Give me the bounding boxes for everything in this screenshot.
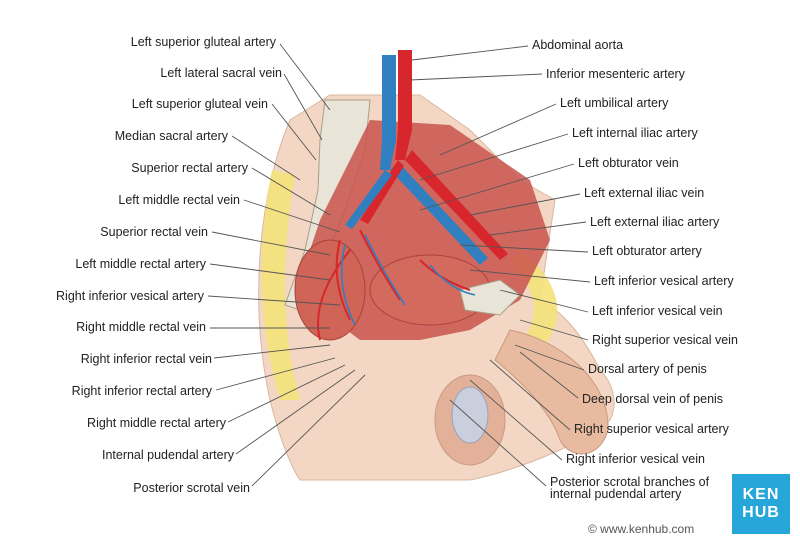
label-right-middle-rectal-artery: Right middle rectal artery bbox=[87, 416, 226, 430]
label-right-middle-rectal-vein: Right middle rectal vein bbox=[76, 320, 206, 334]
external-iliac-artery-vessel bbox=[405, 150, 508, 260]
label-right-superior-vesical-vein: Right superior vesical vein bbox=[592, 333, 738, 347]
leader-lines-left bbox=[207, 43, 366, 487]
label-right-inferior-rectal-vein: Right inferior rectal vein bbox=[80, 352, 212, 366]
label-left-superior-gluteal-artery: Left superior gluteal artery bbox=[130, 35, 276, 49]
label-posterior-scrotal-vein: Posterior scrotal vein bbox=[133, 481, 250, 495]
label-left-superior-gluteal-vein: Left superior gluteal vein bbox=[131, 97, 268, 111]
label-dorsal-artery-of-penis: Dorsal artery of penis bbox=[588, 362, 707, 376]
label-right-inferior-vesical-artery: Right inferior vesical artery bbox=[56, 289, 204, 303]
label-superior-rectal-vein: Superior rectal vein bbox=[100, 225, 208, 239]
label-left-obturator-artery: Left obturator artery bbox=[592, 244, 702, 258]
label-left-lateral-sacral-vein: Left lateral sacral vein bbox=[160, 66, 282, 80]
label-left-middle-rectal-vein: Left middle rectal vein bbox=[118, 193, 240, 207]
label-internal-pudendal-artery: Internal pudendal artery bbox=[101, 448, 234, 462]
label-deep-dorsal-vein-of-penis: Deep dorsal vein of penis bbox=[582, 392, 724, 406]
label-left-inferior-vesical-vein: Left inferior vesical vein bbox=[592, 304, 723, 318]
credit-text: © www.kenhub.com bbox=[588, 522, 695, 536]
kenhub-logo: KEN HUB bbox=[732, 474, 790, 534]
label-left-umbilical-artery: Left umbilical artery bbox=[560, 96, 669, 110]
vessel-network bbox=[317, 229, 471, 341]
testis bbox=[451, 386, 489, 444]
abdominal-aorta-vessel bbox=[395, 50, 412, 160]
logo-line2: HUB bbox=[742, 504, 780, 521]
label-left-external-iliac-artery: Left external iliac artery bbox=[590, 215, 720, 229]
pubic-bone bbox=[459, 279, 521, 316]
label-median-sacral-artery: Median sacral artery bbox=[114, 129, 228, 143]
label-left-middle-rectal-artery: Left middle rectal artery bbox=[75, 257, 206, 271]
label-left-internal-iliac-artery: Left internal iliac artery bbox=[572, 126, 698, 140]
leader-lines-right bbox=[409, 45, 591, 487]
label-right-inferior-rectal-artery: Right inferior rectal artery bbox=[71, 384, 212, 398]
label-right-inferior-vesical-vein: Right inferior vesical vein bbox=[566, 452, 705, 466]
internal-iliac-vein-vessel bbox=[345, 170, 392, 229]
logo-line1: KEN bbox=[742, 486, 780, 503]
vena-cava-vessel bbox=[380, 55, 396, 170]
label-superior-rectal-artery: Superior rectal artery bbox=[131, 161, 248, 175]
label-left-obturator-vein: Left obturator vein bbox=[578, 156, 679, 170]
internal-iliac-artery-vessel bbox=[360, 160, 404, 224]
label-posterior-scrotal-branches: Posterior scrotal branches of internal p… bbox=[550, 475, 710, 501]
external-iliac-vein-vessel bbox=[390, 162, 488, 265]
penis bbox=[494, 329, 609, 455]
label-right-superior-vesical-artery: Right superior vesical artery bbox=[574, 422, 729, 436]
vein-network bbox=[340, 234, 476, 326]
label-left-external-iliac-vein: Left external iliac vein bbox=[584, 186, 705, 200]
label-left-inferior-vesical-artery: Left inferior vesical artery bbox=[594, 274, 734, 288]
fat-layer bbox=[261, 170, 300, 400]
label-abdominal-aorta: Abdominal aorta bbox=[532, 38, 624, 52]
label-inferior-mesenteric-artery: Inferior mesenteric artery bbox=[546, 67, 685, 81]
